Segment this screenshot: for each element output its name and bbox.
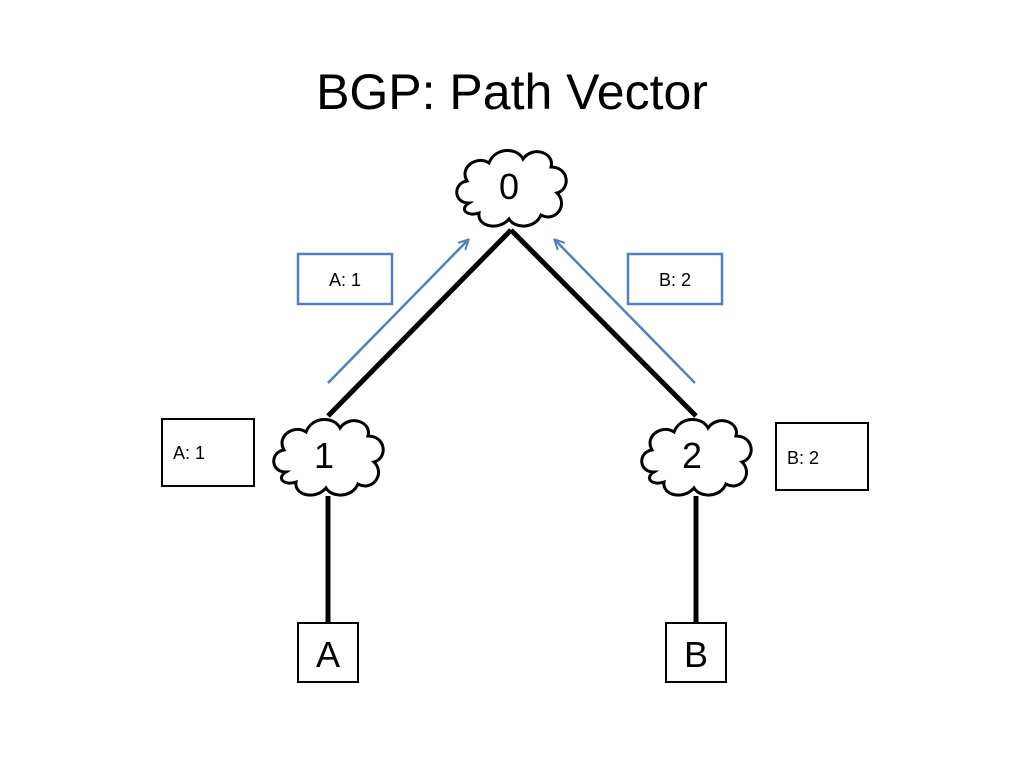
advertisement-arrow-as1 bbox=[327, 240, 468, 384]
cloud-icon bbox=[640, 418, 753, 497]
as1-label: 1 bbox=[314, 435, 334, 476]
link-as0-as1 bbox=[326, 228, 513, 418]
routing-table-as1-box bbox=[161, 418, 255, 487]
host-a-box bbox=[297, 622, 359, 683]
host-a-label: A bbox=[316, 634, 340, 675]
as2-label: 2 bbox=[682, 435, 702, 476]
as0-label: 0 bbox=[499, 166, 519, 207]
advertisement-as2-text: B: 2 bbox=[659, 270, 691, 290]
routing-table-as2-box bbox=[775, 422, 869, 491]
cloud-icon bbox=[272, 418, 385, 497]
advertisement-as2: B: 2 bbox=[626, 252, 724, 306]
host-b: B bbox=[665, 622, 727, 683]
slide-title: BGP: Path Vector bbox=[316, 64, 708, 120]
host-b-box bbox=[665, 622, 727, 683]
routing-table-as2-entry: B: 2 bbox=[787, 448, 819, 468]
as2-node: 2 bbox=[640, 418, 753, 497]
link-as0-as2 bbox=[509, 228, 698, 418]
routing-table-as1: A: 1 bbox=[161, 418, 255, 487]
host-a: A bbox=[297, 622, 359, 683]
routing-table-as2: B: 2 bbox=[775, 422, 869, 491]
as1-node: 1 bbox=[272, 418, 385, 497]
routing-table-as1-entry: A: 1 bbox=[173, 443, 205, 463]
advertisement-as1-box bbox=[296, 252, 394, 306]
cloud-icon bbox=[455, 149, 568, 228]
host-b-label: B bbox=[684, 634, 708, 675]
as0-node: 0 bbox=[455, 149, 568, 228]
advertisement-as1: A: 1 bbox=[296, 252, 394, 306]
advertisement-as1-text: A: 1 bbox=[329, 270, 361, 290]
advertisement-arrow-as2 bbox=[555, 240, 696, 384]
advertisement-as2-box bbox=[626, 252, 724, 306]
